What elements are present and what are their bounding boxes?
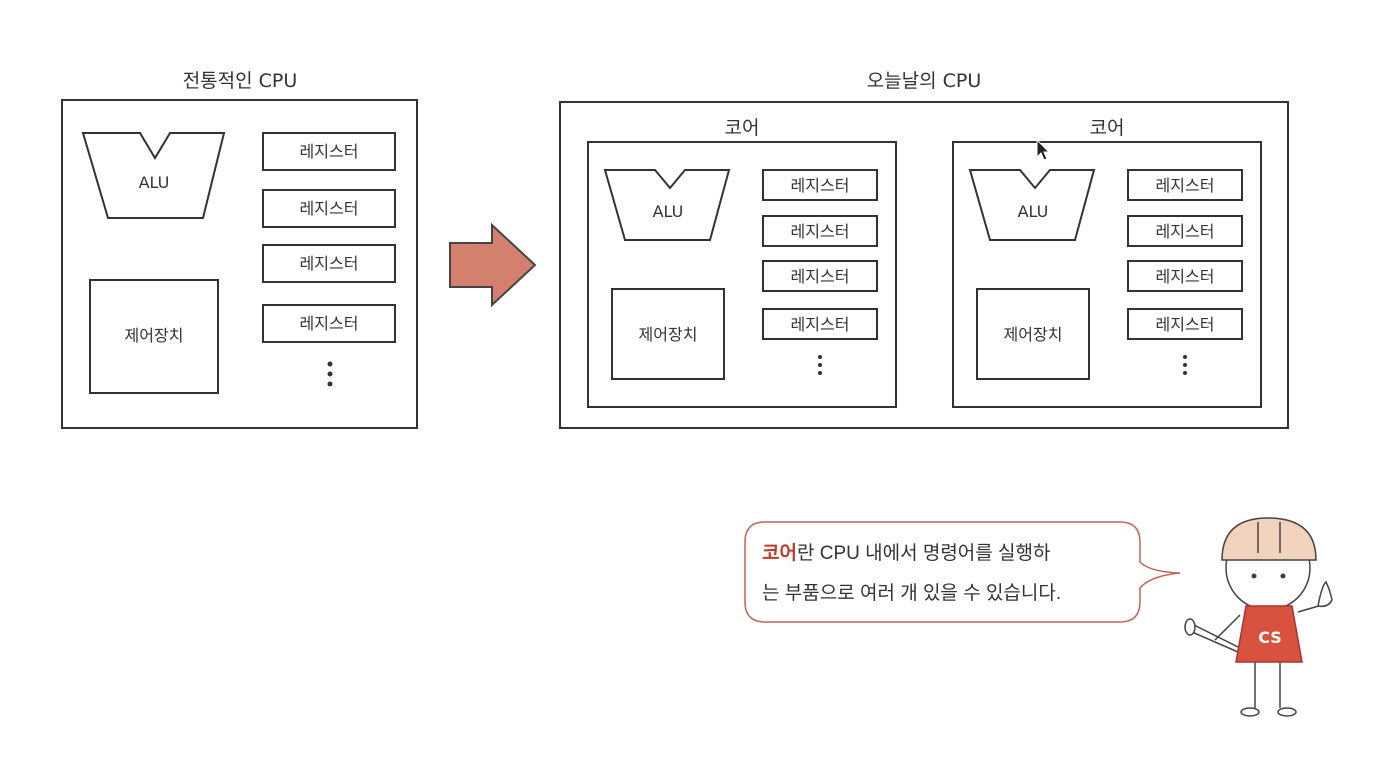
more-registers-ellipsis-icon [327,355,1187,387]
register-box [1127,260,1243,292]
register-label: 레지스터 [300,199,359,218]
register-box [1127,308,1243,340]
register-box [1127,215,1243,247]
register-box [762,215,878,247]
speech-line-1-rest: 란 CPU 내에서 명령어를 실행하 [796,543,1051,564]
register-box [262,132,396,171]
modern-cpu-title: 오늘날의 CPU [867,70,982,92]
register-box [762,308,878,340]
modern-cpu-box [559,101,1289,429]
register-label: 레지스터 [300,142,359,161]
speech-highlight: 코어 [762,543,797,564]
register-label: 레지스터 [1156,267,1215,286]
mouse-cursor-icon [1036,138,1051,161]
traditional-cpu-box [61,99,418,429]
speech-bubble [744,521,1181,623]
control-unit-box [89,279,219,394]
core-box-2 [952,141,1262,408]
transition-arrow-icon [449,222,537,308]
register-label: 레지스터 [300,254,359,273]
core-label: 코어 [1090,117,1125,139]
control-unit-box [976,288,1090,380]
core-label: 코어 [725,117,760,139]
register-label: 레지스터 [1156,222,1215,241]
register-box [1127,169,1243,201]
register-box [262,244,396,283]
control-unit-label: 제어장치 [639,325,698,344]
register-label: 레지스터 [791,176,850,195]
register-label: 레지스터 [300,314,359,333]
traditional-cpu-title: 전통적인 CPU [183,70,298,92]
register-label: 레지스터 [791,222,850,241]
register-box [762,260,878,292]
control-unit-label: 제어장치 [1004,325,1063,344]
alu-label: ALU [1018,202,1049,221]
alu-shape [81,132,226,219]
alu-label: ALU [139,173,170,192]
register-label: 레지스터 [791,315,850,334]
speech-line-2: 는 부품으로 여러 개 있을 수 있습니다. [762,583,1062,604]
register-label: 레지스터 [791,267,850,286]
core-box-1 [587,141,897,408]
mascot-icon [1184,517,1333,717]
alu-label: ALU [653,202,684,221]
control-unit-label: 제어장치 [125,326,184,345]
alu-shape [968,169,1096,241]
register-box [262,189,396,228]
register-label: 레지스터 [1156,176,1215,195]
control-unit-box [611,288,725,380]
mascot-shirt-text: CS [1258,628,1282,647]
register-box [762,169,878,201]
alu-shape [603,169,731,241]
speech-text: 코어란 CPU 내에서 명령어를 실행하 는 부품으로 여러 개 있을 수 있습… [762,534,1142,614]
speech-line-1: 코어란 CPU 내에서 명령어를 실행하 [762,534,1142,574]
register-box [262,304,396,343]
register-label: 레지스터 [1156,315,1215,334]
